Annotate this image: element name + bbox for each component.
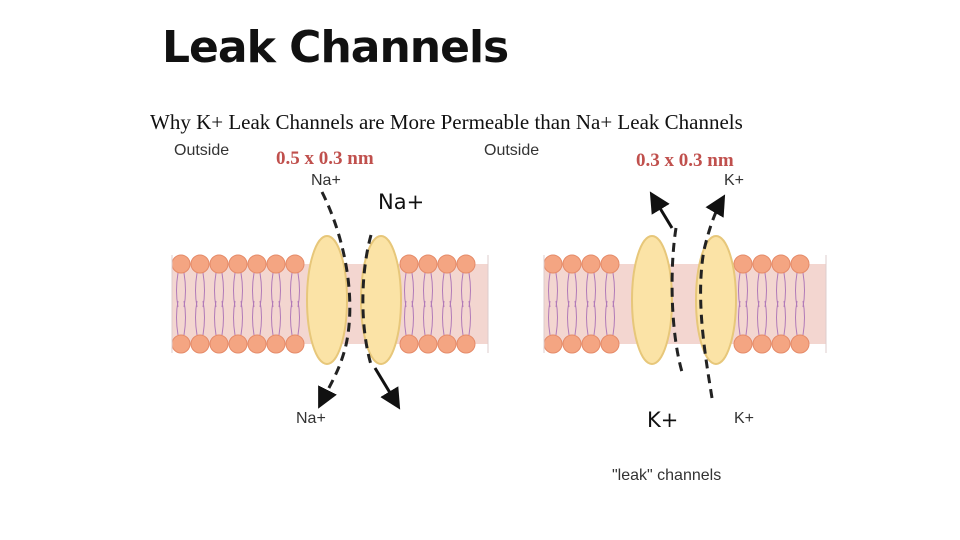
subtitle: Why K+ Leak Channels are More Permeable … <box>150 110 743 134</box>
lipid-head <box>581 334 601 354</box>
lipid-tail <box>461 300 471 336</box>
k-channel-protein-right <box>695 235 737 365</box>
lipid-head <box>790 254 810 274</box>
membrane-band <box>544 264 826 344</box>
lipid-tail <box>586 300 596 336</box>
lipid-head <box>228 334 248 354</box>
lipid-head <box>418 254 438 274</box>
k-channel-protein-left <box>631 235 673 365</box>
lipid-head <box>456 254 476 274</box>
lipid-tail <box>757 300 767 336</box>
lipid-head <box>190 254 210 274</box>
lipid-tail <box>271 300 281 336</box>
lipid-tail <box>176 300 186 336</box>
lipid-tail <box>252 300 262 336</box>
lipid-head <box>247 334 267 354</box>
lipid-head <box>209 334 229 354</box>
lipid-head <box>543 334 563 354</box>
lipid-tail <box>233 300 243 336</box>
lipid-head <box>581 254 601 274</box>
lipid-head <box>399 334 419 354</box>
lipid-head <box>171 334 191 354</box>
lipid-tail <box>423 300 433 336</box>
na-channel-protein-right <box>360 235 402 365</box>
lipid-head <box>285 334 305 354</box>
lipid-tail <box>442 300 452 336</box>
na-channel-protein-left <box>306 235 348 365</box>
lipid-head <box>771 254 791 274</box>
lipid-head <box>171 254 191 274</box>
lipid-head <box>190 334 210 354</box>
lipid-tail <box>776 300 786 336</box>
lipid-head <box>285 254 305 274</box>
left-membrane <box>171 254 489 354</box>
lipid-head <box>562 334 582 354</box>
lipid-tail <box>548 300 558 336</box>
lipid-head <box>266 254 286 274</box>
lipid-tail <box>195 300 205 336</box>
lipid-tail <box>605 300 615 336</box>
lipid-head <box>456 334 476 354</box>
lipid-head <box>771 334 791 354</box>
lipid-head <box>562 254 582 274</box>
lipid-head <box>266 334 286 354</box>
k-path-dashed-2 <box>699 194 726 399</box>
lipid-tail <box>567 300 577 336</box>
lipid-head <box>790 334 810 354</box>
right-ion-bottom-small: K+ <box>734 410 755 427</box>
left-outside-label: Outside <box>174 142 230 159</box>
lipid-head <box>437 254 457 274</box>
right-ion-bottom-large: K+ <box>647 408 679 432</box>
lipid-tail <box>290 300 300 336</box>
right-dimension: 0.3 x 0.3 nm <box>636 150 734 171</box>
lipid-head <box>752 254 772 274</box>
lipid-tail <box>214 300 224 336</box>
right-caption: "leak" channels <box>612 467 722 484</box>
right-ion-top-small: K+ <box>724 172 745 189</box>
lipid-head <box>733 254 753 274</box>
lipid-head <box>600 254 620 274</box>
right-outside-label: Outside <box>484 142 540 159</box>
lipid-head <box>437 334 457 354</box>
lipid-head <box>209 254 229 274</box>
right-membrane <box>543 254 827 354</box>
lipid-head <box>228 254 248 274</box>
lipid-head <box>752 334 772 354</box>
lipid-head <box>600 334 620 354</box>
left-ion-top-large: Na+ <box>378 190 425 214</box>
left-dimension: 0.5 x 0.3 nm <box>276 148 374 169</box>
na-arrow-solid <box>373 367 401 410</box>
na-path-dashed-2 <box>361 234 374 369</box>
left-ion-bottom-small: Na+ <box>296 410 326 427</box>
na-path-dashed-1 <box>318 191 352 409</box>
lipid-tail <box>404 300 414 336</box>
page-title: Leak Channels <box>162 22 509 73</box>
left-ion-top-small: Na+ <box>311 172 341 189</box>
lipid-head <box>418 334 438 354</box>
lipid-tail <box>795 300 805 336</box>
lipid-head <box>543 254 563 274</box>
lipid-head <box>733 334 753 354</box>
lipid-head <box>399 254 419 274</box>
lipid-tail <box>738 300 748 336</box>
k-arrow-solid <box>649 191 674 229</box>
lipid-head <box>247 254 267 274</box>
